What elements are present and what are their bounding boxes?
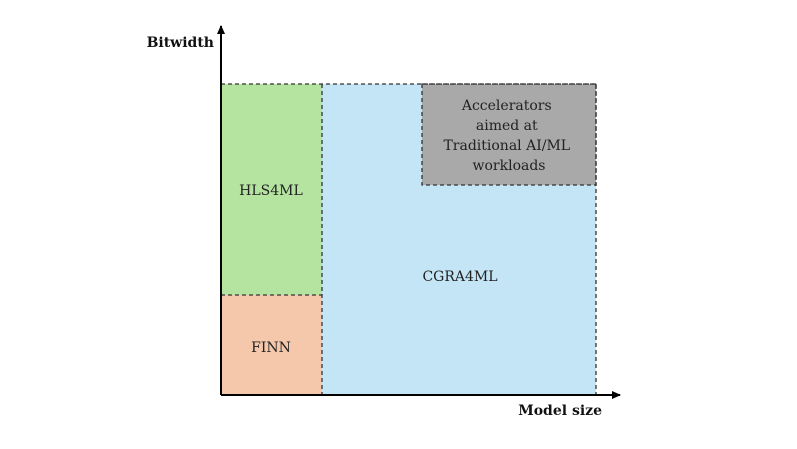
finn-label: FINN (251, 340, 291, 356)
hls4ml-label: HLS4ML (239, 183, 303, 199)
cgra4ml-label: CGRA4ML (422, 269, 497, 285)
hls4ml-region (221, 84, 322, 295)
accelerators-line-3: Traditional AI/ML (443, 138, 570, 154)
accelerators-label: Accelerators aimed at Traditional AI/ML … (443, 98, 574, 174)
finn-region (221, 295, 322, 395)
x-axis-label: Model size (518, 403, 602, 419)
y-axis-label: Bitwidth (147, 35, 214, 51)
accelerators-line-1: Accelerators (461, 98, 552, 114)
accelerators-line-4: workloads (473, 158, 546, 174)
accelerators-line-2: aimed at (476, 118, 538, 134)
dashed-boundaries (221, 83, 597, 395)
